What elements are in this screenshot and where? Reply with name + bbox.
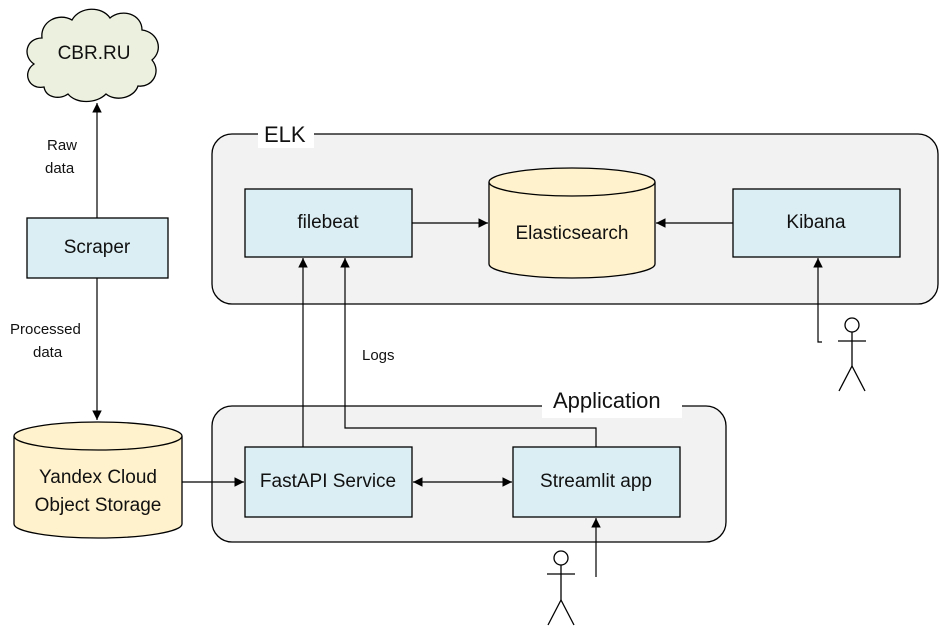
fastapi-node: FastAPI Service — [244, 446, 413, 518]
storage-label-line2: Object Storage — [35, 495, 162, 516]
app-user-icon — [547, 550, 575, 626]
kibana-user-icon — [838, 317, 866, 392]
streamlit-label: Streamlit app — [540, 471, 652, 492]
fastapi-label: FastAPI Service — [260, 471, 396, 492]
cloud-icon — [26, 8, 159, 103]
filebeat-label: filebeat — [297, 212, 359, 233]
processed-data-label-line2: data — [33, 344, 63, 361]
streamlit-node: Streamlit app — [512, 446, 681, 518]
raw-data-label-line1: Raw — [47, 137, 77, 154]
streamlit-logs-arrow — [340, 258, 597, 447]
scraper-node: Scraper — [26, 217, 169, 279]
elasticsearch-node: Elasticsearch — [488, 167, 656, 279]
object-storage-node: Yandex Cloud Object Storage — [13, 421, 183, 539]
raw-data-label-line2: data — [45, 160, 75, 177]
storage-label-line1: Yandex Cloud — [39, 467, 157, 488]
kibana-node: Kibana — [732, 188, 901, 258]
filebeat-node: filebeat — [244, 188, 413, 258]
elk-group-label: ELK — [264, 122, 306, 147]
scraper-label: Scraper — [64, 237, 131, 258]
logs-label: Logs — [362, 347, 395, 364]
user-to-kibana-arrow — [813, 258, 823, 343]
cbr-label: CBR.RU — [58, 43, 131, 64]
elasticsearch-label: Elasticsearch — [516, 223, 629, 244]
cbr-cloud-node: CBR.RU — [26, 8, 159, 103]
application-group-label: Application — [553, 388, 661, 413]
processed-data-label-line1: Processed — [10, 321, 81, 338]
kibana-label: Kibana — [786, 212, 846, 233]
